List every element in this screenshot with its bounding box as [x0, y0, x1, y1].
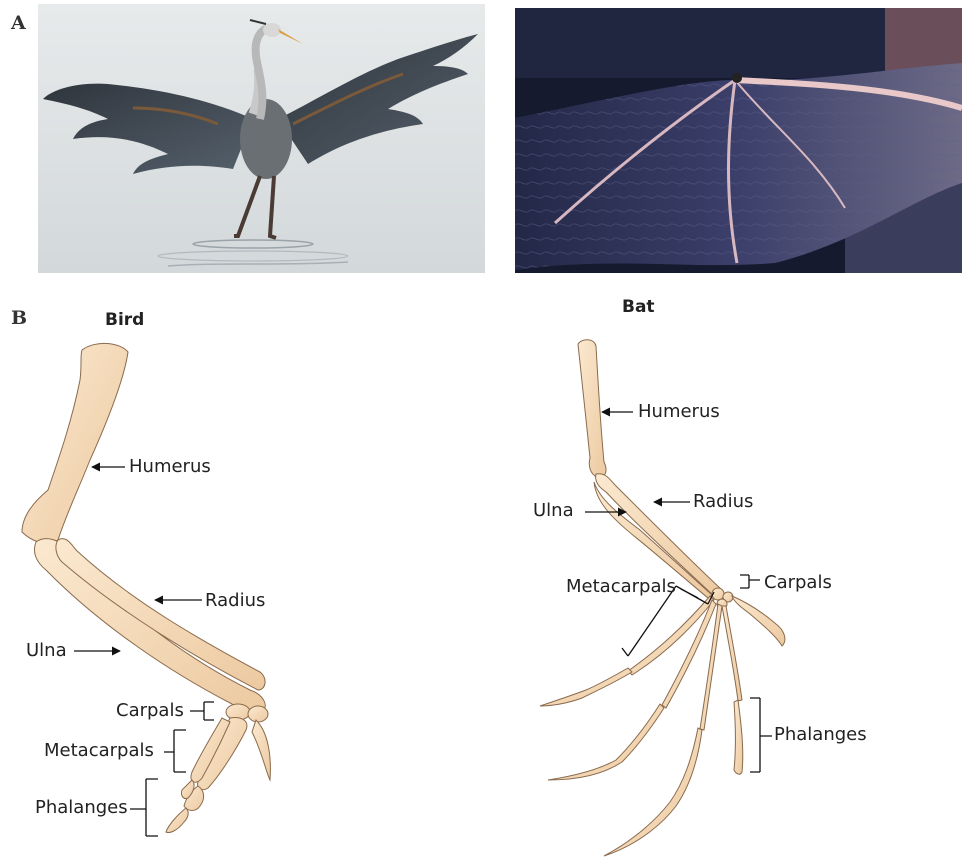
- bat-humerus-label: Humerus: [638, 401, 720, 422]
- bat-phalanx-bone: [604, 728, 702, 856]
- bat-carpal-bone: [712, 588, 724, 600]
- bat-carpals-bracket: [740, 575, 760, 588]
- bat-metacarpal-bone: [722, 606, 742, 701]
- bat-phalanges-label: Phalanges: [774, 724, 867, 745]
- bat-radius-label: Radius: [693, 491, 753, 512]
- bird-metacarpals-label: Metacarpals: [44, 740, 154, 761]
- bat-thumb-bone: [732, 596, 785, 646]
- bird-radius-bone: [56, 539, 265, 690]
- bird-radius-label: Radius: [205, 590, 265, 611]
- bird-humerus-label: Humerus: [129, 456, 211, 477]
- bat-ulna-label: Ulna: [533, 500, 574, 521]
- bat-carpals-label: Carpals: [764, 572, 832, 593]
- bat-phalanx-bone: [548, 704, 664, 780]
- bat-phalanx-bone: [540, 668, 632, 706]
- bird-humerus-bone: [22, 343, 128, 543]
- bat-metacarpals-label: Metacarpals: [566, 576, 676, 597]
- bird-carpal-bone: [248, 706, 268, 722]
- bird-phalanx-bone: [166, 808, 188, 833]
- bird-metacarpals-bracket: [164, 730, 186, 772]
- bat-phalanx-bone: [734, 700, 743, 774]
- bird-carpals-bracket: [190, 702, 214, 720]
- bird-carpals-label: Carpals: [116, 700, 184, 721]
- bat-humerus-bone: [578, 340, 606, 478]
- bat-phalanges-bracket: [750, 698, 772, 772]
- bird-ulna-label: Ulna: [26, 640, 67, 661]
- bird-phalanges-bracket: [130, 779, 158, 836]
- bird-metacarpal-bone: [252, 720, 270, 780]
- bird-phalanges-label: Phalanges: [35, 797, 128, 818]
